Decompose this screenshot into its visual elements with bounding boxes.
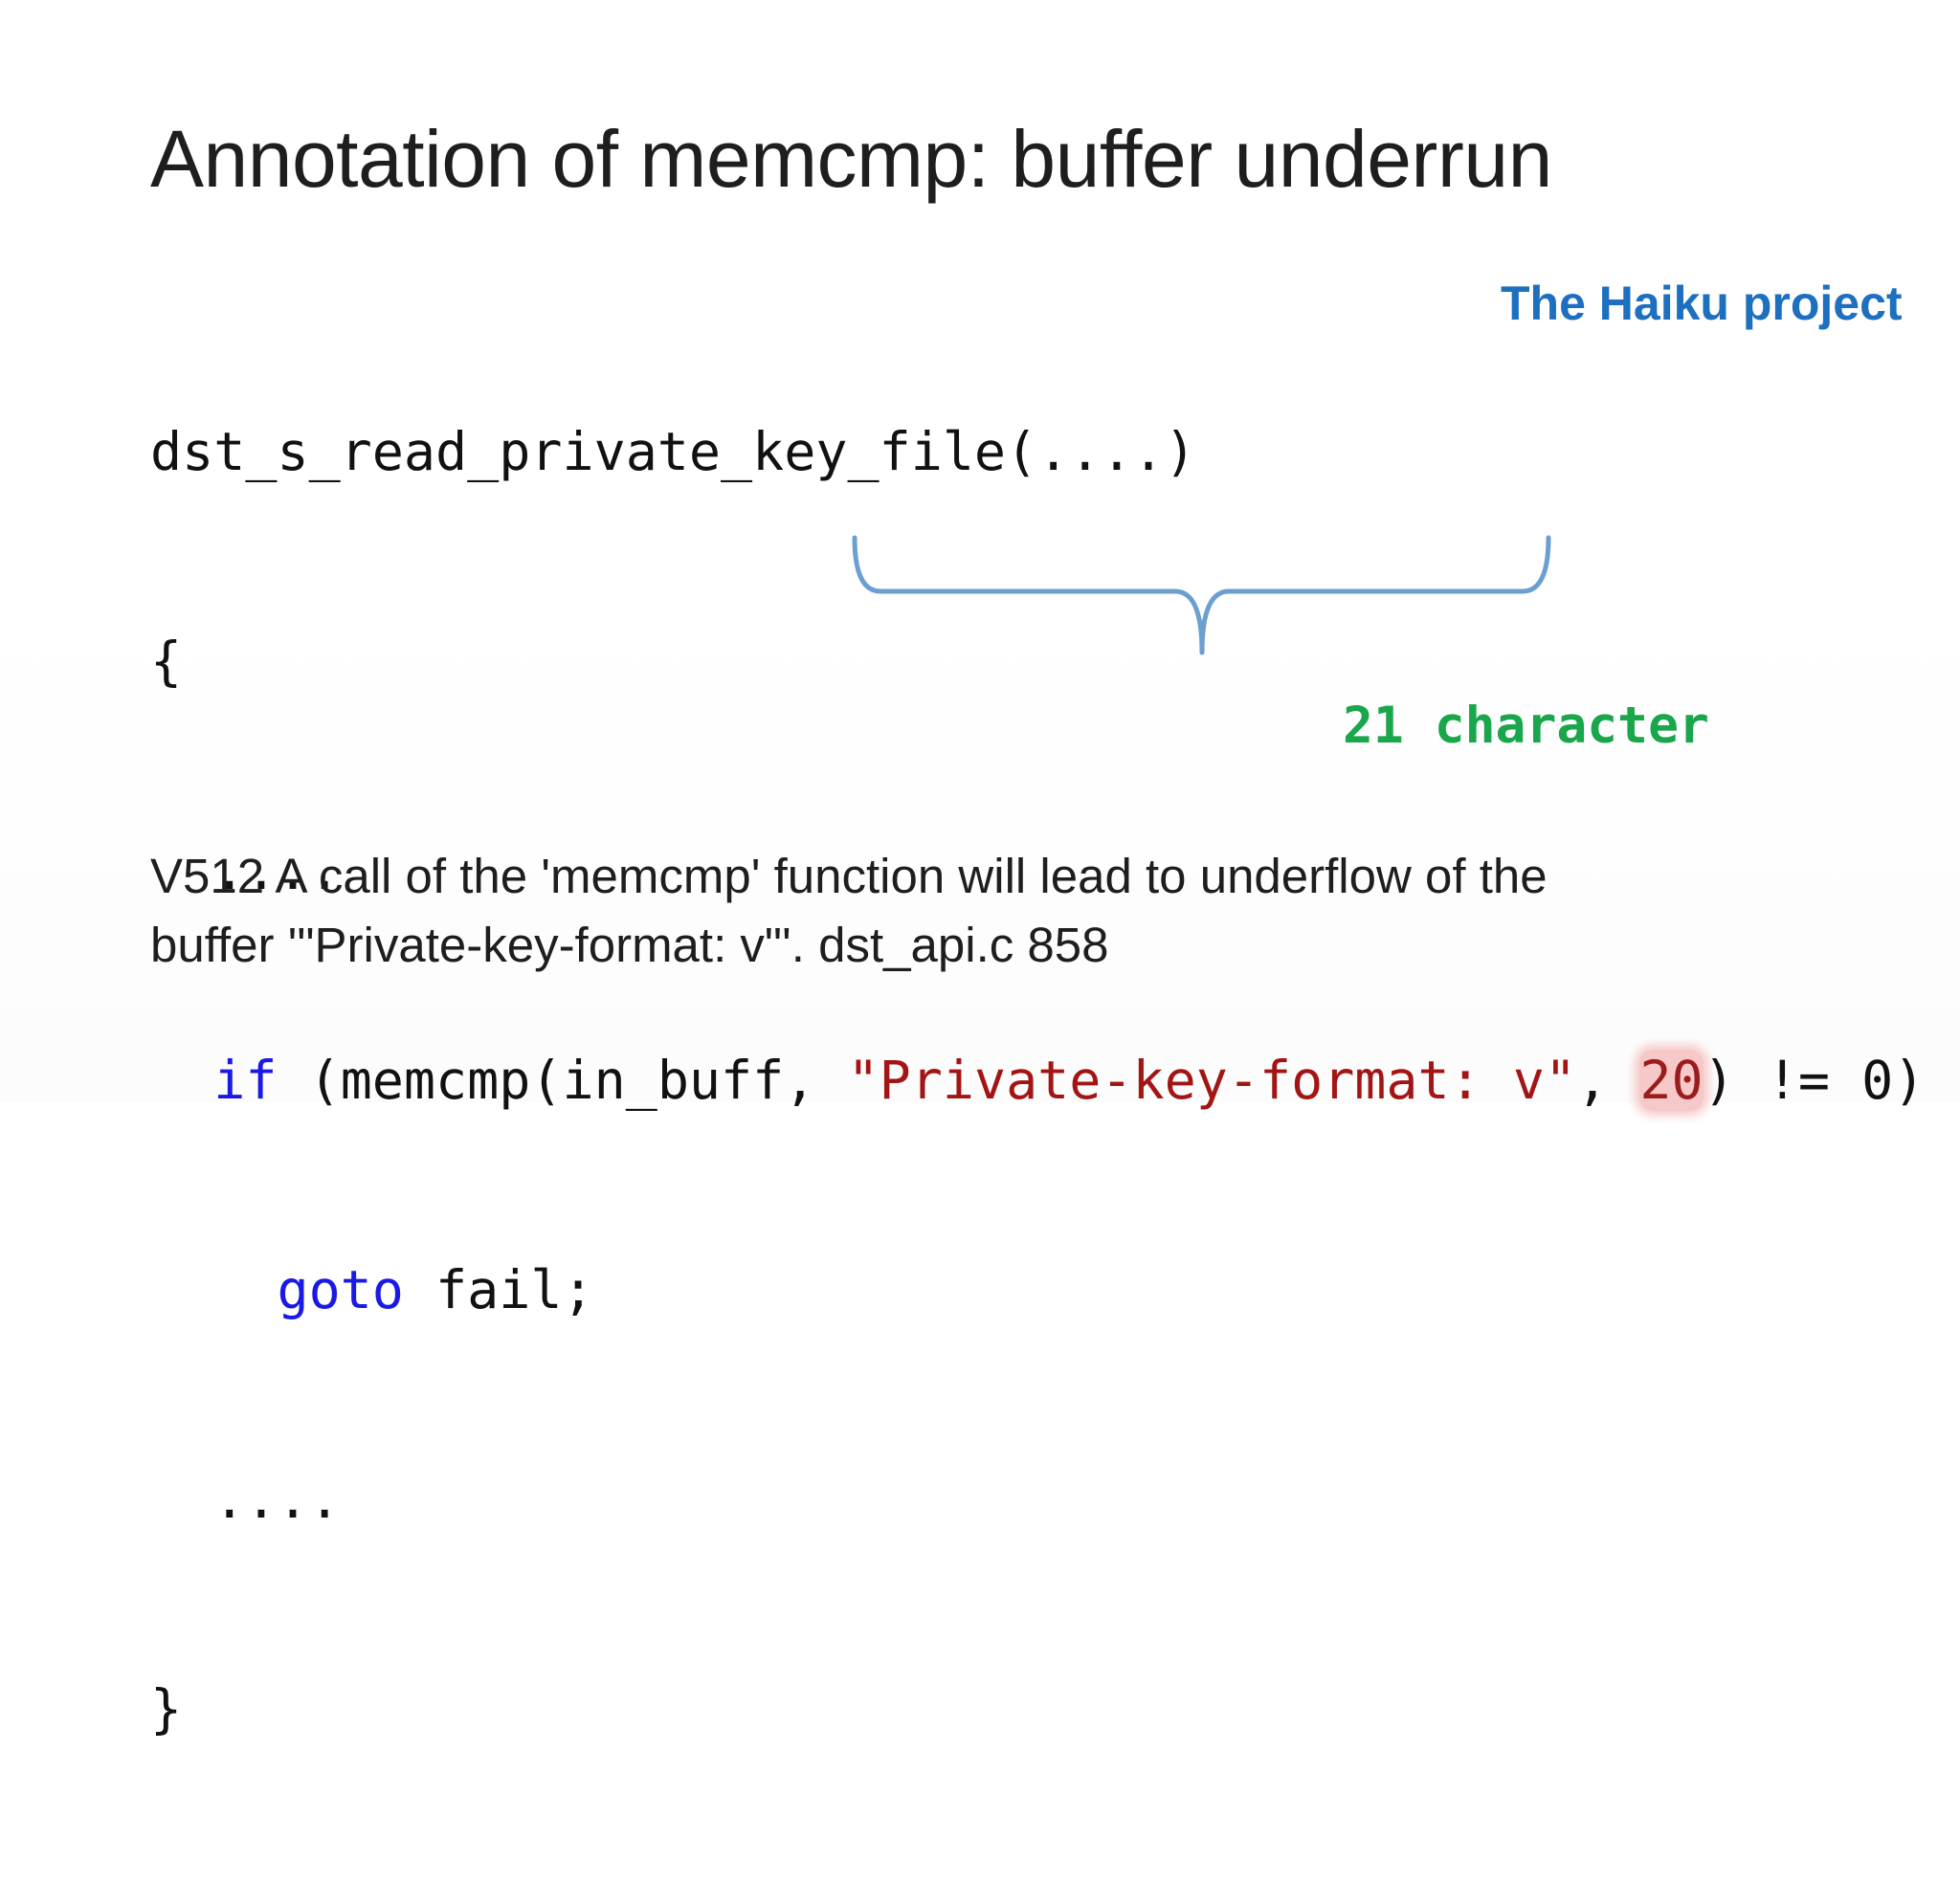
code-goto-target: fail; xyxy=(403,1259,594,1320)
project-label: The Haiku project xyxy=(1501,277,1903,330)
slide: Annotation of memcmp: buffer underrun Th… xyxy=(0,0,1960,1740)
code-memcmp-call: (memcmp(in_buff, xyxy=(277,1050,848,1111)
code-indent xyxy=(150,1259,277,1320)
code-highlighted-length: 20 xyxy=(1639,1050,1704,1111)
code-block: dst_s_read_private_key_file(....) { ....… xyxy=(150,277,1925,1884)
code-line-ellipsis-bottom: .... xyxy=(150,1469,341,1530)
code-line-goto: goto fail; xyxy=(150,1255,1925,1325)
code-line-signature: dst_s_read_private_key_file(....) xyxy=(150,421,1196,482)
character-count-label: 21 character xyxy=(1343,697,1709,755)
diagnostic-line-2: buffer '"Private-key-format: v"'. dst_ap… xyxy=(150,918,1109,972)
code-comma: , xyxy=(1576,1050,1640,1111)
code-line-if: if (memcmp(in_buff, "Private-key-format:… xyxy=(150,1046,1925,1116)
code-line-close-brace: } xyxy=(150,1678,183,1740)
diagnostic-message: V512 A call of the 'memcmp' function wil… xyxy=(150,842,1873,980)
code-line-open-brace: { xyxy=(150,631,183,692)
slide-title: Annotation of memcmp: buffer underrun xyxy=(150,114,1552,204)
code-keyword-goto: goto xyxy=(277,1259,404,1320)
code-keyword-if: if xyxy=(213,1050,278,1111)
diagnostic-line-1: V512 A call of the 'memcmp' function wil… xyxy=(150,849,1548,903)
code-string-literal: "Private-key-format: v" xyxy=(847,1050,1577,1111)
code-line-ellipsis-top: .... xyxy=(150,840,341,901)
code-comparison: ) != 0) xyxy=(1703,1050,1926,1111)
code-indent xyxy=(150,1050,213,1111)
